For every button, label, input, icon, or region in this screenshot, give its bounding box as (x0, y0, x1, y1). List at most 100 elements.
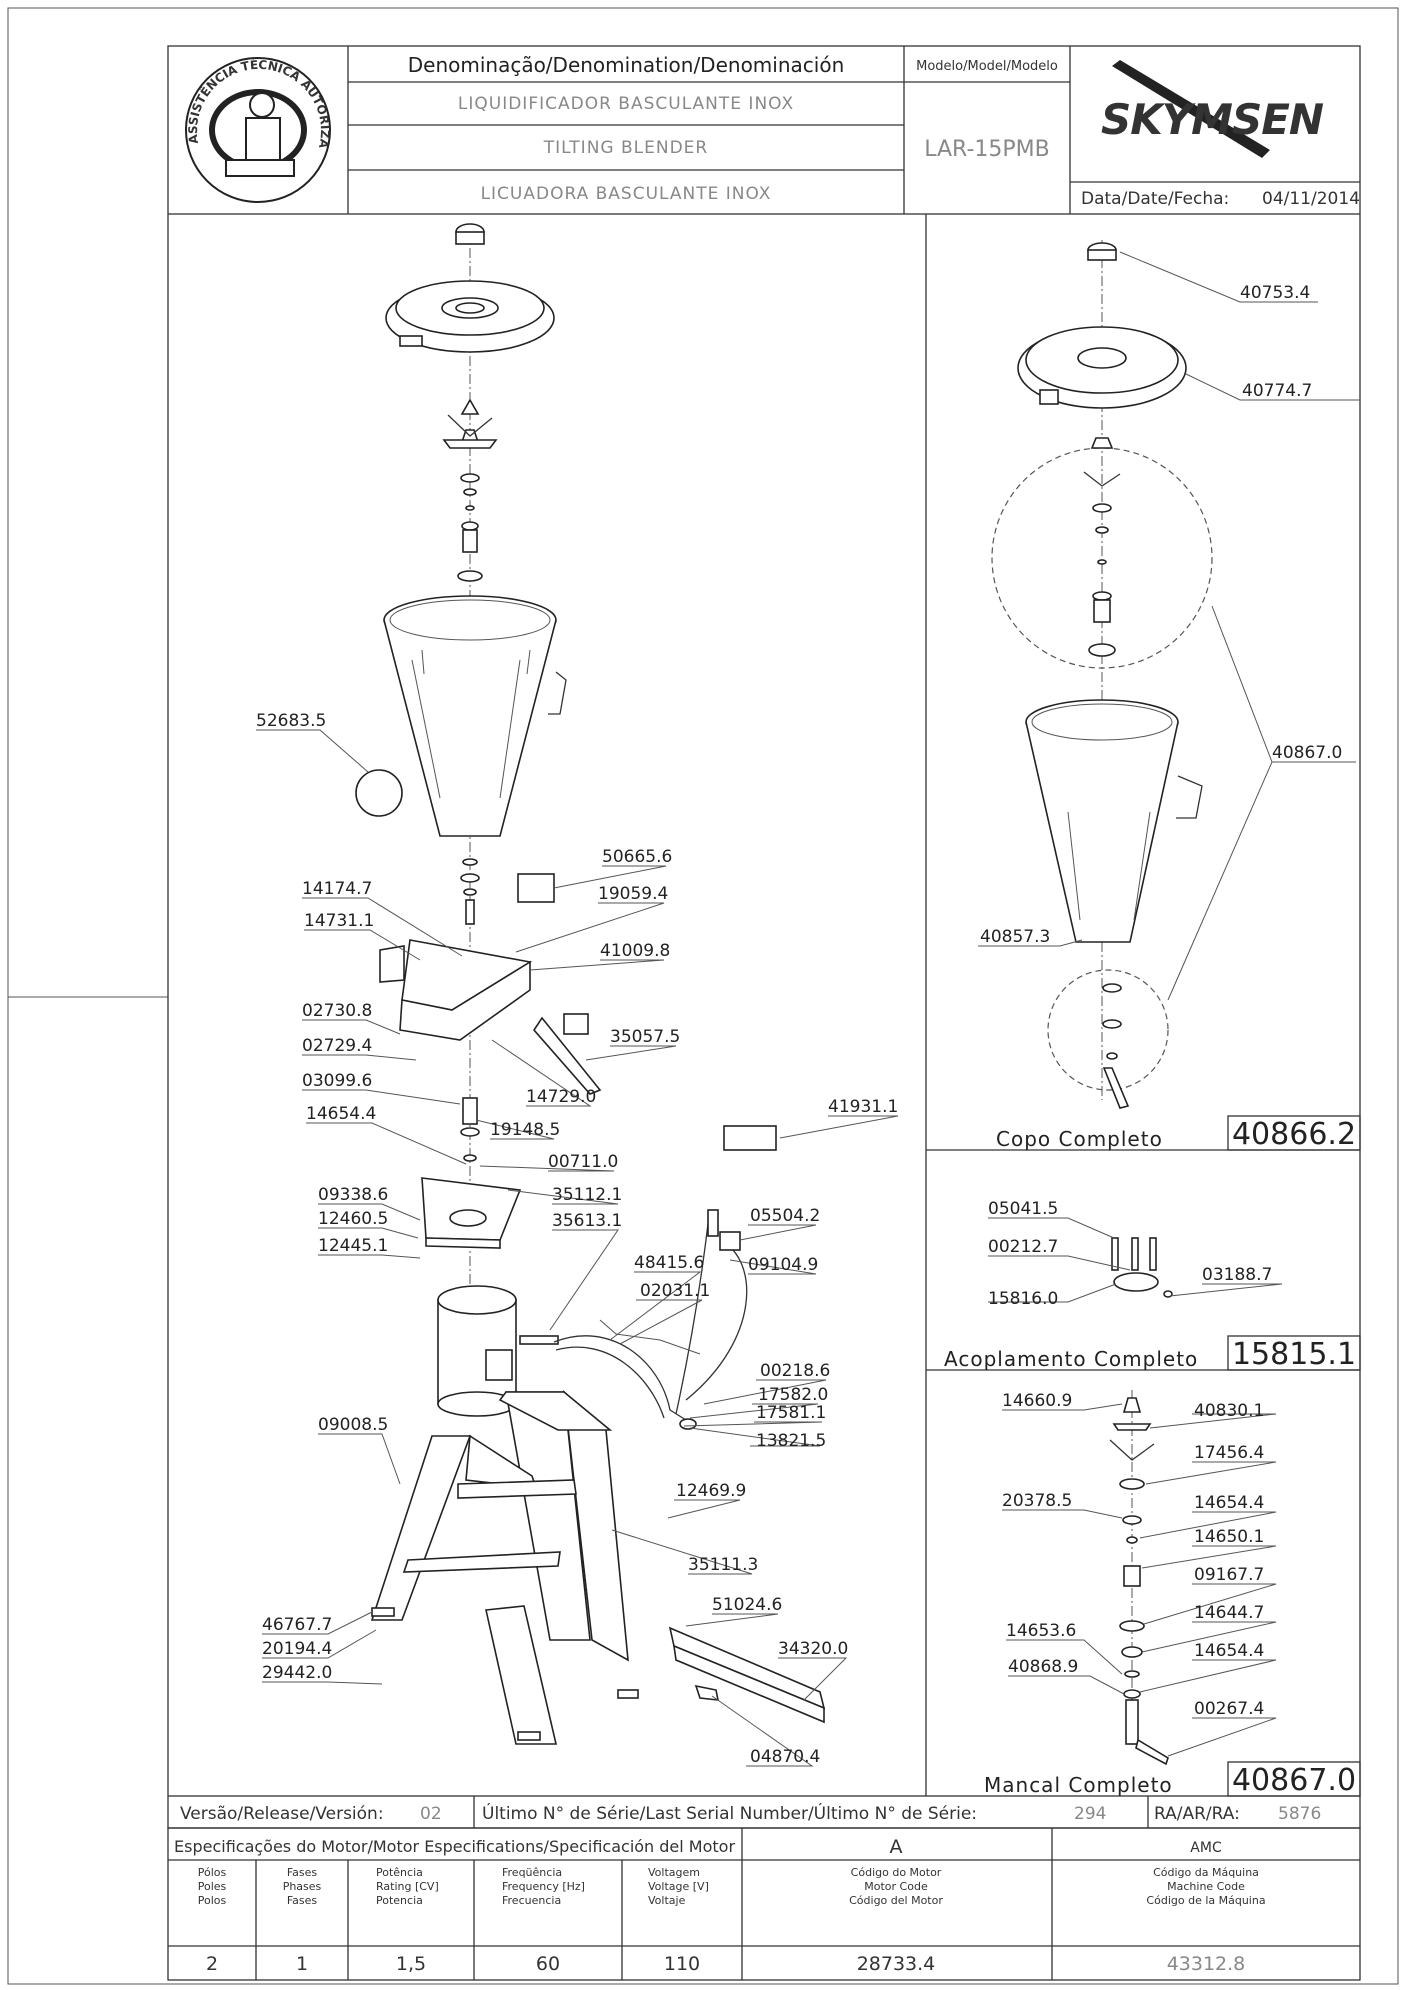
serial-label: Último N° de Série/Last Serial Number/Úl… (482, 1802, 977, 1824)
coupling-disc (1111, 1237, 1173, 1298)
section-title: Mancal Completo (984, 1773, 1173, 1797)
part-label: 46767.7 (262, 1615, 332, 1635)
header-rating-pt: Potência (376, 1866, 423, 1879)
header-machine-code-es: Código de la Máquina (1146, 1894, 1265, 1907)
part-label: 20194.4 (262, 1639, 332, 1659)
date-value: 04/11/2014 (1262, 189, 1360, 209)
value-poles: 2 (206, 1953, 218, 1975)
part-label: 12460.5 (318, 1209, 388, 1229)
coupling-parts (460, 1097, 480, 1162)
product-name-en: TILTING BLENDER (543, 138, 708, 158)
blender-jar (383, 595, 567, 837)
header-phases-en: Phases (283, 1880, 322, 1893)
part-label: 00711.0 (548, 1152, 618, 1172)
part-label: 14660.9 (1002, 1391, 1072, 1411)
part-label: 09167.7 (1194, 1565, 1264, 1585)
stand-frame (370, 1389, 639, 1745)
section-code: 40867.0 (1232, 1763, 1356, 1798)
part-label: 19148.5 (490, 1120, 560, 1140)
part-label: 51024.6 (712, 1595, 782, 1615)
motor-spec-title: Especificações do Motor/Motor Especifica… (174, 1837, 735, 1856)
part-label: 40857.3 (980, 927, 1050, 947)
brand-name: SKYMSEN (1101, 95, 1324, 144)
part-label: 14729.0 (526, 1087, 596, 1107)
release-row: Versão/Release/Versión: 02 Último N° de … (167, 1795, 1361, 1829)
part-label: 40753.4 (1240, 283, 1310, 303)
product-name-es: LICUADORA BASCULANTE INOX (481, 184, 772, 204)
part-label: 00212.7 (988, 1237, 1058, 1257)
value-machine-code: 43312.8 (1167, 1953, 1246, 1975)
blender-jar (1025, 699, 1203, 943)
part-label: 00267.4 (1194, 1699, 1264, 1719)
part-label: 40867.0 (1272, 743, 1342, 763)
power-cables (553, 1209, 748, 1430)
part-label: 41931.1 (828, 1097, 898, 1117)
leader-lines (978, 251, 1360, 1001)
header-frequency-es: Frecuencia (502, 1894, 561, 1907)
mancal-completo-section: 14660.9 40830.1 17456.4 20378.5 14654.4 … (984, 1390, 1361, 1798)
part-label: 05041.5 (988, 1199, 1058, 1219)
motor-spec-table: Especificações do Motor/Motor Especifica… (167, 1827, 1361, 1981)
part-label: 03188.7 (1202, 1265, 1272, 1285)
part-label: 09338.6 (318, 1185, 388, 1205)
header-voltage-en: Voltage [V] (648, 1880, 709, 1893)
part-label: 48415.6 (634, 1253, 704, 1273)
part-label: 40868.9 (1008, 1657, 1078, 1677)
part-label: 35112.1 (552, 1185, 622, 1205)
ra-label: RA/AR/RA: (1154, 1804, 1240, 1824)
acoplamento-completo-section: 05041.5 00212.7 03188.7 15816.0 Acoplame… (944, 1199, 1361, 1372)
part-label: 14731.1 (304, 911, 374, 931)
value-rating: 1,5 (396, 1953, 426, 1975)
value-phases: 1 (296, 1953, 308, 1975)
part-label: 50665.6 (602, 847, 672, 867)
product-name-pt: LIQUIDIFICADOR BASCULANTE INOX (458, 94, 794, 114)
part-label: 14654.4 (1194, 1493, 1264, 1513)
motor (437, 1285, 559, 1417)
copo-completo-section: 40753.4 40774.7 40867.0 40857.3 Copo Com… (978, 240, 1361, 1152)
part-label: 09008.5 (318, 1415, 388, 1435)
part-label: 41009.8 (600, 941, 670, 961)
part-label: 17582.0 (758, 1385, 828, 1405)
version-label: Versão/Release/Versión: (180, 1804, 384, 1824)
serial-value: 294 (1074, 1804, 1106, 1824)
header-frequency-en: Frequency [Hz] (502, 1880, 585, 1893)
base-housing (379, 939, 602, 1095)
blade-assembly (442, 398, 498, 582)
blade-assembly (1083, 437, 1121, 657)
header-rating-es: Potencia (376, 1894, 423, 1907)
part-label: 12469.9 (676, 1481, 746, 1501)
ra-value: 5876 (1278, 1804, 1321, 1824)
part-label: 14653.6 (1006, 1621, 1076, 1641)
part-label: 17581.1 (756, 1403, 826, 1423)
part-label: 52683.5 (256, 711, 326, 731)
main-exploded-view: 52683.5 50665.6 14174.7 19059.4 14731.1 … (256, 223, 898, 1767)
section-code: 15815.1 (1232, 1337, 1356, 1372)
part-label: 19059.4 (598, 884, 668, 904)
part-label: 00218.6 (760, 1361, 830, 1381)
part-label: 09104.9 (748, 1255, 818, 1275)
page-border (7, 7, 1399, 1985)
header-poles-en: Poles (198, 1880, 227, 1893)
motor-variant: A (890, 1836, 903, 1858)
title-block: ASSISTÊNCIA TÉCNICA AUTORIZADA Denominaç… (0, 0, 1361, 215)
bearing-detail-circle (1047, 969, 1169, 1091)
lid (1017, 326, 1187, 409)
section-title: Acoplamento Completo (944, 1347, 1198, 1371)
part-label: 40774.7 (1242, 381, 1312, 401)
header-poles-es: Polos (198, 1894, 227, 1907)
part-label: 29442.0 (262, 1663, 332, 1683)
leader-lines (988, 1217, 1283, 1303)
part-label: 04870.4 (750, 1747, 820, 1767)
header-machine-code-en: Machine Code (1167, 1880, 1245, 1893)
lid (385, 280, 555, 353)
part-label: 02031.1 (640, 1281, 710, 1301)
header-motor-code-es: Código del Motor (849, 1894, 943, 1907)
header-machine-code-pt: Código da Máquina (1153, 1866, 1259, 1879)
model-label: Modelo/Model/Modelo (916, 59, 1058, 74)
blade-detail-circle (991, 447, 1213, 669)
part-label: 03099.6 (302, 1071, 372, 1091)
brand-logo: SKYMSEN (1101, 60, 1325, 158)
part-label: 13821.5 (756, 1431, 826, 1451)
ball-ref-circle (355, 769, 403, 817)
